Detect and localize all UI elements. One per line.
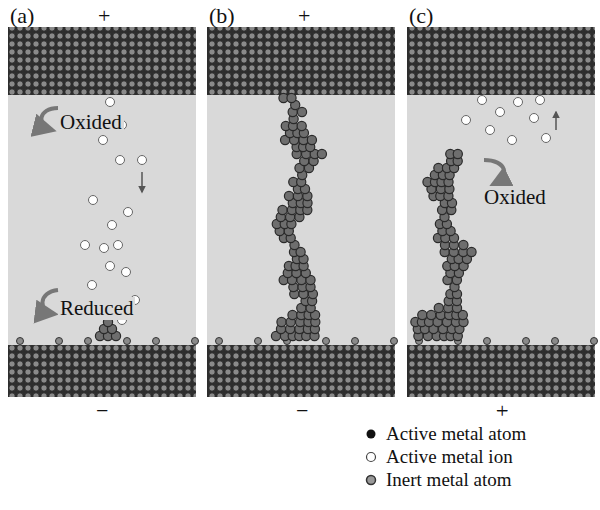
legend-entry: Active metal atom — [362, 422, 526, 445]
polarity-sign: + — [98, 4, 110, 28]
active-metal-ion — [478, 96, 487, 105]
legend-text: Active metal ion — [386, 446, 513, 468]
oxidation-arrow — [41, 108, 58, 130]
active-metal-ion — [124, 208, 133, 217]
inert-metal-atom — [523, 338, 530, 345]
top-electrode — [8, 27, 196, 95]
bottom-electrode — [8, 345, 196, 397]
polarity-sign: + — [496, 399, 508, 423]
polarity-sign: − — [296, 399, 308, 423]
active-metal-ion — [106, 98, 115, 107]
active-metal-atom — [277, 317, 286, 326]
inert-metal-atom — [391, 338, 398, 345]
process-label: Oxided — [58, 111, 124, 134]
legend-sample — [367, 475, 376, 484]
active-metal-ion — [81, 241, 90, 250]
inert-metal-atom — [484, 338, 491, 345]
active-metal-atom — [307, 135, 316, 144]
legend-symbol — [362, 425, 380, 443]
active-metal-ion — [486, 126, 495, 135]
inert-metal-atom — [56, 338, 63, 345]
legend-entry: Active metal ion — [362, 445, 526, 468]
active-metal-atom — [434, 303, 443, 312]
drift-arrow — [141, 172, 143, 192]
active-metal-ion — [116, 156, 125, 165]
polarity-sign: − — [96, 399, 108, 423]
gap-medium — [407, 95, 595, 345]
inert-metal-atom — [153, 338, 160, 345]
inert-metal-atom — [216, 338, 223, 345]
active-metal-ion — [114, 241, 123, 250]
active-metal-ion — [530, 114, 539, 123]
reduction-arrow — [42, 290, 58, 314]
top-electrode — [407, 27, 595, 95]
active-metal-ion — [462, 116, 471, 125]
bottom-electrode — [207, 345, 395, 397]
active-metal-atom — [418, 310, 427, 319]
active-metal-atom — [453, 149, 462, 158]
active-metal-ion — [514, 98, 523, 107]
active-metal-ion — [508, 136, 517, 145]
drift-arrow — [555, 112, 557, 130]
active-metal-atom — [467, 247, 476, 256]
active-metal-atom — [287, 93, 296, 102]
legend-symbol — [362, 471, 380, 489]
inert-metal-atom — [192, 338, 199, 345]
active-metal-ion — [108, 221, 117, 230]
legend: Active metal atomActive metal ionInert m… — [362, 422, 526, 491]
active-metal-atom — [297, 107, 306, 116]
inert-metal-atom — [352, 338, 359, 345]
gap-medium — [8, 95, 196, 345]
panel-label: (c) — [409, 4, 433, 28]
inert-metal-atom — [17, 338, 24, 345]
active-metal-ion — [536, 96, 545, 105]
active-metal-atom — [278, 205, 287, 214]
active-metal-atom — [284, 191, 293, 200]
active-metal-ion — [138, 156, 147, 165]
active-metal-atom — [459, 240, 468, 249]
panel-label: (a) — [10, 4, 34, 28]
inert-metal-atom — [323, 338, 330, 345]
legend-text: Inert metal atom — [386, 469, 512, 491]
process-label: Reduced — [58, 297, 135, 320]
active-metal-atom — [427, 310, 436, 319]
active-metal-ion — [100, 244, 109, 253]
active-metal-ion — [542, 134, 551, 143]
active-metal-ion — [122, 268, 131, 277]
inert-metal-atom — [552, 338, 559, 345]
top-electrode — [207, 27, 395, 95]
inert-metal-atom — [85, 338, 92, 345]
gap-medium — [207, 95, 395, 345]
process-label: Oxided — [482, 186, 548, 209]
active-metal-atom — [317, 149, 326, 158]
panel-label: (b) — [209, 4, 235, 28]
oxidation-arrow — [484, 160, 504, 186]
active-metal-ion — [106, 262, 115, 271]
active-metal-ion — [496, 108, 505, 117]
active-metal-ion — [88, 281, 97, 290]
active-metal-atom — [434, 163, 443, 172]
active-metal-ion — [89, 196, 98, 205]
polarity-sign: + — [298, 4, 310, 28]
legend-entry: Inert metal atom — [362, 468, 526, 491]
inert-metal-atom — [124, 338, 131, 345]
active-metal-ion — [99, 136, 108, 145]
legend-symbol — [362, 448, 380, 466]
inert-metal-atom — [255, 338, 262, 345]
active-metal-atom — [297, 121, 306, 130]
active-metal-atom — [288, 310, 297, 319]
legend-text: Active metal atom — [386, 423, 526, 445]
legend-sample — [367, 429, 376, 438]
inert-metal-atom — [591, 338, 598, 345]
legend-sample — [367, 452, 376, 461]
bottom-electrode — [407, 345, 595, 397]
